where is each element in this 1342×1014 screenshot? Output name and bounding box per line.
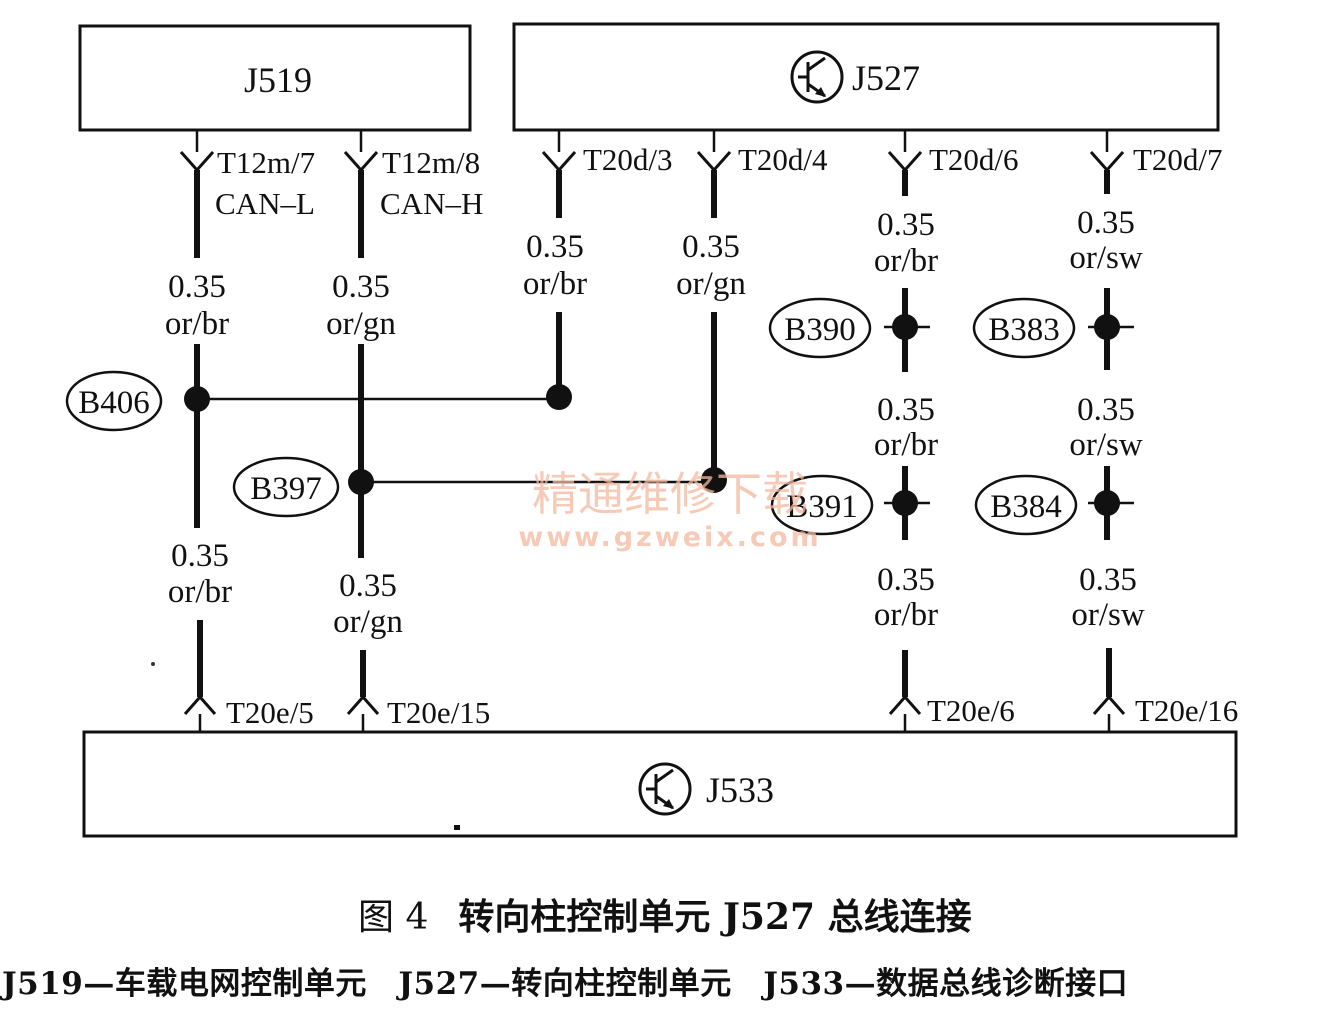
connector-t20d3 <box>541 130 577 173</box>
pin-label-t20e5: T20e/5 <box>226 695 314 730</box>
splice-b383 <box>972 297 1076 359</box>
wire-color-label: or/br <box>523 266 587 302</box>
watermark-cn: 精通维修下载 <box>532 467 808 521</box>
module-j519-label: J519 <box>244 60 312 100</box>
connector-t12m8 <box>343 130 379 173</box>
splice-dot <box>1094 314 1120 340</box>
connector-t20e16 <box>1092 694 1126 732</box>
wire-size-label: 0.35 <box>877 207 935 243</box>
watermark-url: www.gzweix.com <box>518 522 821 553</box>
figure-legend: J519—车载电网控制单元 J527—转向柱控制单元 J533—数据总线诊断接口 <box>2 966 1129 1002</box>
scan-speck <box>151 662 155 666</box>
splice-dot <box>892 490 918 516</box>
splice-dot <box>348 469 374 495</box>
wire-size-label: 0.35 <box>339 568 397 604</box>
pin-label-t12m8: T12m/8 <box>382 145 480 180</box>
module-j533-box <box>82 730 1238 838</box>
pin-label-t20d7: T20d/7 <box>1133 142 1223 177</box>
wire-color-label: or/br <box>874 597 938 633</box>
pin-label-t12m7: T12m/7 <box>217 145 315 180</box>
scan-speck <box>454 825 460 830</box>
pin-label-t20e15: T20e/15 <box>387 695 490 730</box>
pin-label-t20e6: T20e/6 <box>927 693 1015 728</box>
splice-b397 <box>232 456 340 518</box>
splice-b390-label: B390 <box>784 312 856 348</box>
splice-b384-label: B384 <box>990 489 1062 525</box>
wire-size-label: 0.35 <box>332 269 390 305</box>
connector-t20d7 <box>1089 130 1125 173</box>
wire-size-label: 0.35 <box>877 562 935 598</box>
splice-b406 <box>65 370 163 432</box>
wire-color-label: or/br <box>874 427 938 463</box>
module-j519-box <box>78 24 472 132</box>
wire-color-label: or/br <box>168 574 232 610</box>
wire-color-label: or/gn <box>676 266 746 302</box>
figure-caption: 图 4 转向柱控制单元 J527 总线连接 <box>358 888 972 940</box>
splice-b390 <box>768 297 872 359</box>
splice-dot <box>892 314 918 340</box>
wire-color-label: or/gn <box>333 604 403 640</box>
pin-label-t20d6: T20d/6 <box>929 142 1019 177</box>
splice-b406-label: B406 <box>78 385 150 421</box>
transistor-icon <box>790 50 844 104</box>
pin-label-t20e16: T20e/16 <box>1135 693 1238 728</box>
splice-b383-label: B383 <box>988 312 1060 348</box>
wire-color-label: or/br <box>874 243 938 279</box>
splice-dot <box>701 467 727 493</box>
module-j527-label: J527 <box>852 58 920 98</box>
wire-size-label: 0.35 <box>526 229 584 265</box>
wire-size-label: 0.35 <box>682 229 740 265</box>
wire-size-label: 0.35 <box>1079 562 1137 598</box>
transistor-icon <box>638 762 692 816</box>
connector-t20e15 <box>346 694 380 732</box>
figure-number: 图 4 <box>358 897 429 938</box>
wire-size-label: 0.35 <box>1077 392 1135 428</box>
wire-color-label: or/sw <box>1069 427 1143 463</box>
splice-b391-label: B391 <box>786 489 858 525</box>
wire-color-label: or/gn <box>326 306 396 342</box>
signal-label-can-l: CAN–L <box>215 186 315 221</box>
connector-t12m7 <box>179 130 215 173</box>
wire-size-label: 0.35 <box>877 392 935 428</box>
connector-t20d4 <box>696 130 732 173</box>
splice-b384 <box>974 474 1078 536</box>
splice-dot <box>546 384 572 410</box>
connector-t20e5 <box>183 694 217 732</box>
wire-size-label: 0.35 <box>1077 205 1135 241</box>
pin-label-t20d4: T20d/4 <box>738 142 828 177</box>
wire-color-label: or/sw <box>1069 240 1143 276</box>
splice-b397-label: B397 <box>250 471 322 507</box>
wire-size-label: 0.35 <box>171 538 229 574</box>
connector-t20e6 <box>888 694 922 732</box>
wire-size-label: 0.35 <box>168 269 226 305</box>
wire-color-label: or/sw <box>1071 597 1145 633</box>
pin-label-t20d3: T20d/3 <box>583 142 673 177</box>
splice-b391 <box>770 474 874 536</box>
splice-dot <box>1094 490 1120 516</box>
figure-title: 转向柱控制单元 J527 总线连接 <box>458 896 972 938</box>
module-j527-box <box>512 22 1220 132</box>
connector-t20d6 <box>887 130 923 173</box>
signal-label-can-h: CAN–H <box>380 186 483 221</box>
module-j533-label: J533 <box>706 770 774 810</box>
splice-dot <box>184 386 210 412</box>
wire-color-label: or/br <box>165 306 229 342</box>
